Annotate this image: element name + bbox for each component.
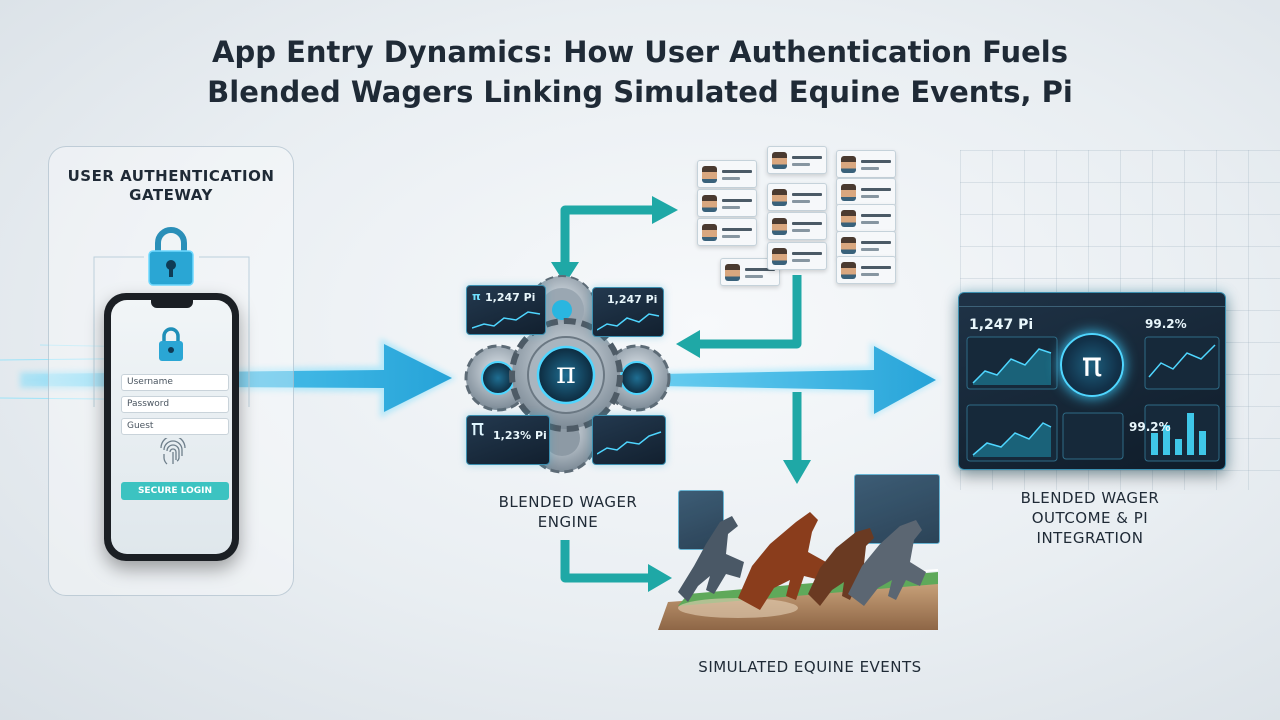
outcome-label: BLENDED WAGER OUTCOME & PI INTEGRATION	[970, 488, 1210, 548]
player-profile-card	[697, 189, 757, 217]
player-profile-card	[836, 178, 896, 206]
avatar	[702, 224, 717, 241]
authentication-gateway-panel: USER AUTHENTICATION GATEWAY Username Pas…	[48, 146, 294, 596]
avatar	[725, 264, 740, 281]
player-profile-card	[767, 146, 827, 174]
engine-label: BLENDED WAGER ENGINE	[468, 492, 668, 532]
horse-grey	[678, 516, 744, 602]
avatar	[841, 262, 856, 279]
horse-chestnut	[738, 512, 826, 610]
phone-notch	[151, 300, 193, 308]
avatar	[772, 152, 787, 169]
race-scoreboard-left	[678, 490, 724, 550]
avatar	[702, 166, 717, 183]
trend-line	[472, 311, 541, 329]
outcome-percent-top: 99.2%	[1145, 317, 1187, 331]
player-profile-card	[767, 183, 827, 211]
player-profile-card	[697, 218, 757, 246]
trend-line	[597, 313, 660, 331]
gear-center	[509, 318, 623, 432]
avatar	[772, 248, 787, 265]
race-scene	[658, 512, 939, 630]
player-profile-card	[836, 204, 896, 232]
phone-circuit-lines	[93, 256, 250, 407]
avatar	[702, 195, 717, 212]
title-line-1: App Entry Dynamics: How User Authenticat…	[212, 35, 1068, 69]
player-profile-card	[836, 231, 896, 259]
engine-card-value: 1,247 Pi	[607, 293, 658, 306]
outcome-label-line-2: OUTCOME & PI	[1031, 509, 1149, 527]
horse-dark-grey	[848, 520, 926, 606]
engine-card-value: 1,23% Pi	[493, 429, 547, 442]
outcome-dashboard: 1,247 Pi 99.2% 99.2% π	[958, 292, 1226, 470]
engine-card-bottom-right	[592, 415, 666, 465]
auth-gateway-title: USER AUTHENTICATION GATEWAY	[49, 167, 293, 205]
player-profile-card	[836, 256, 896, 284]
engine-pi-symbol: π	[556, 356, 576, 391]
pi-badge: π	[471, 416, 485, 441]
outcome-label-line-3: INTEGRATION	[1036, 529, 1144, 547]
phone-lock-icon	[159, 327, 183, 361]
outcome-pi-value: 1,247 Pi	[969, 317, 1034, 333]
dashboard-topbar	[959, 293, 1225, 307]
avatar	[841, 210, 856, 227]
engine-to-race-arrow	[560, 540, 650, 583]
engine-card-top-left: π 1,247 Pi	[466, 285, 546, 335]
avatar	[772, 218, 787, 235]
trend-line	[597, 431, 662, 455]
padlock-icon	[148, 227, 194, 286]
outcome-label-line-1: BLENDED WAGER	[1020, 489, 1160, 507]
player-profile-card	[767, 212, 827, 240]
player-profile-card	[767, 242, 827, 270]
password-field[interactable]: Password	[121, 396, 229, 413]
avatar	[772, 189, 787, 206]
auth-title-line-2: GATEWAY	[129, 186, 213, 204]
avatar	[841, 184, 856, 201]
avatar	[841, 237, 856, 254]
auth-title-line-1: USER AUTHENTICATION	[67, 167, 275, 185]
engine-label-line-2: ENGINE	[537, 513, 599, 531]
phone-screen: Username Password Guest SECURE LOGIN	[111, 300, 232, 554]
secure-login-button[interactable]: SECURE LOGIN	[121, 482, 229, 500]
fingerprint-icon[interactable]	[158, 438, 188, 470]
outcome-pi-circle: π	[1060, 333, 1124, 397]
engine-label-line-1: BLENDED WAGER	[498, 493, 638, 511]
avatar	[841, 156, 856, 173]
diagram-title: App Entry Dynamics: How User Authenticat…	[0, 32, 1280, 112]
player-profile-card	[836, 150, 896, 178]
title-line-2: Blended Wagers Linking Simulated Equine …	[207, 75, 1073, 109]
pi-badge: π	[472, 290, 481, 303]
engine-card-value: 1,247 Pi	[485, 291, 536, 304]
engine-card-bottom-left: π 1,23% Pi	[466, 415, 550, 465]
engine-to-outcome-arrow	[660, 342, 940, 418]
player-profile-card	[697, 160, 757, 188]
outcome-charts	[966, 336, 1220, 462]
outcome-percent-bottom: 99.2%	[1129, 420, 1171, 434]
engine-to-profiles-arrow	[560, 205, 655, 270]
smartphone: Username Password Guest SECURE LOGIN	[104, 293, 239, 561]
race-label: SIMULATED EQUINE EVENTS	[698, 658, 922, 676]
username-field[interactable]: Username	[121, 374, 229, 391]
engine-card-top-right: 1,247 Pi	[592, 287, 664, 337]
horse-bay	[808, 528, 878, 606]
guest-field[interactable]: Guest	[121, 418, 229, 435]
